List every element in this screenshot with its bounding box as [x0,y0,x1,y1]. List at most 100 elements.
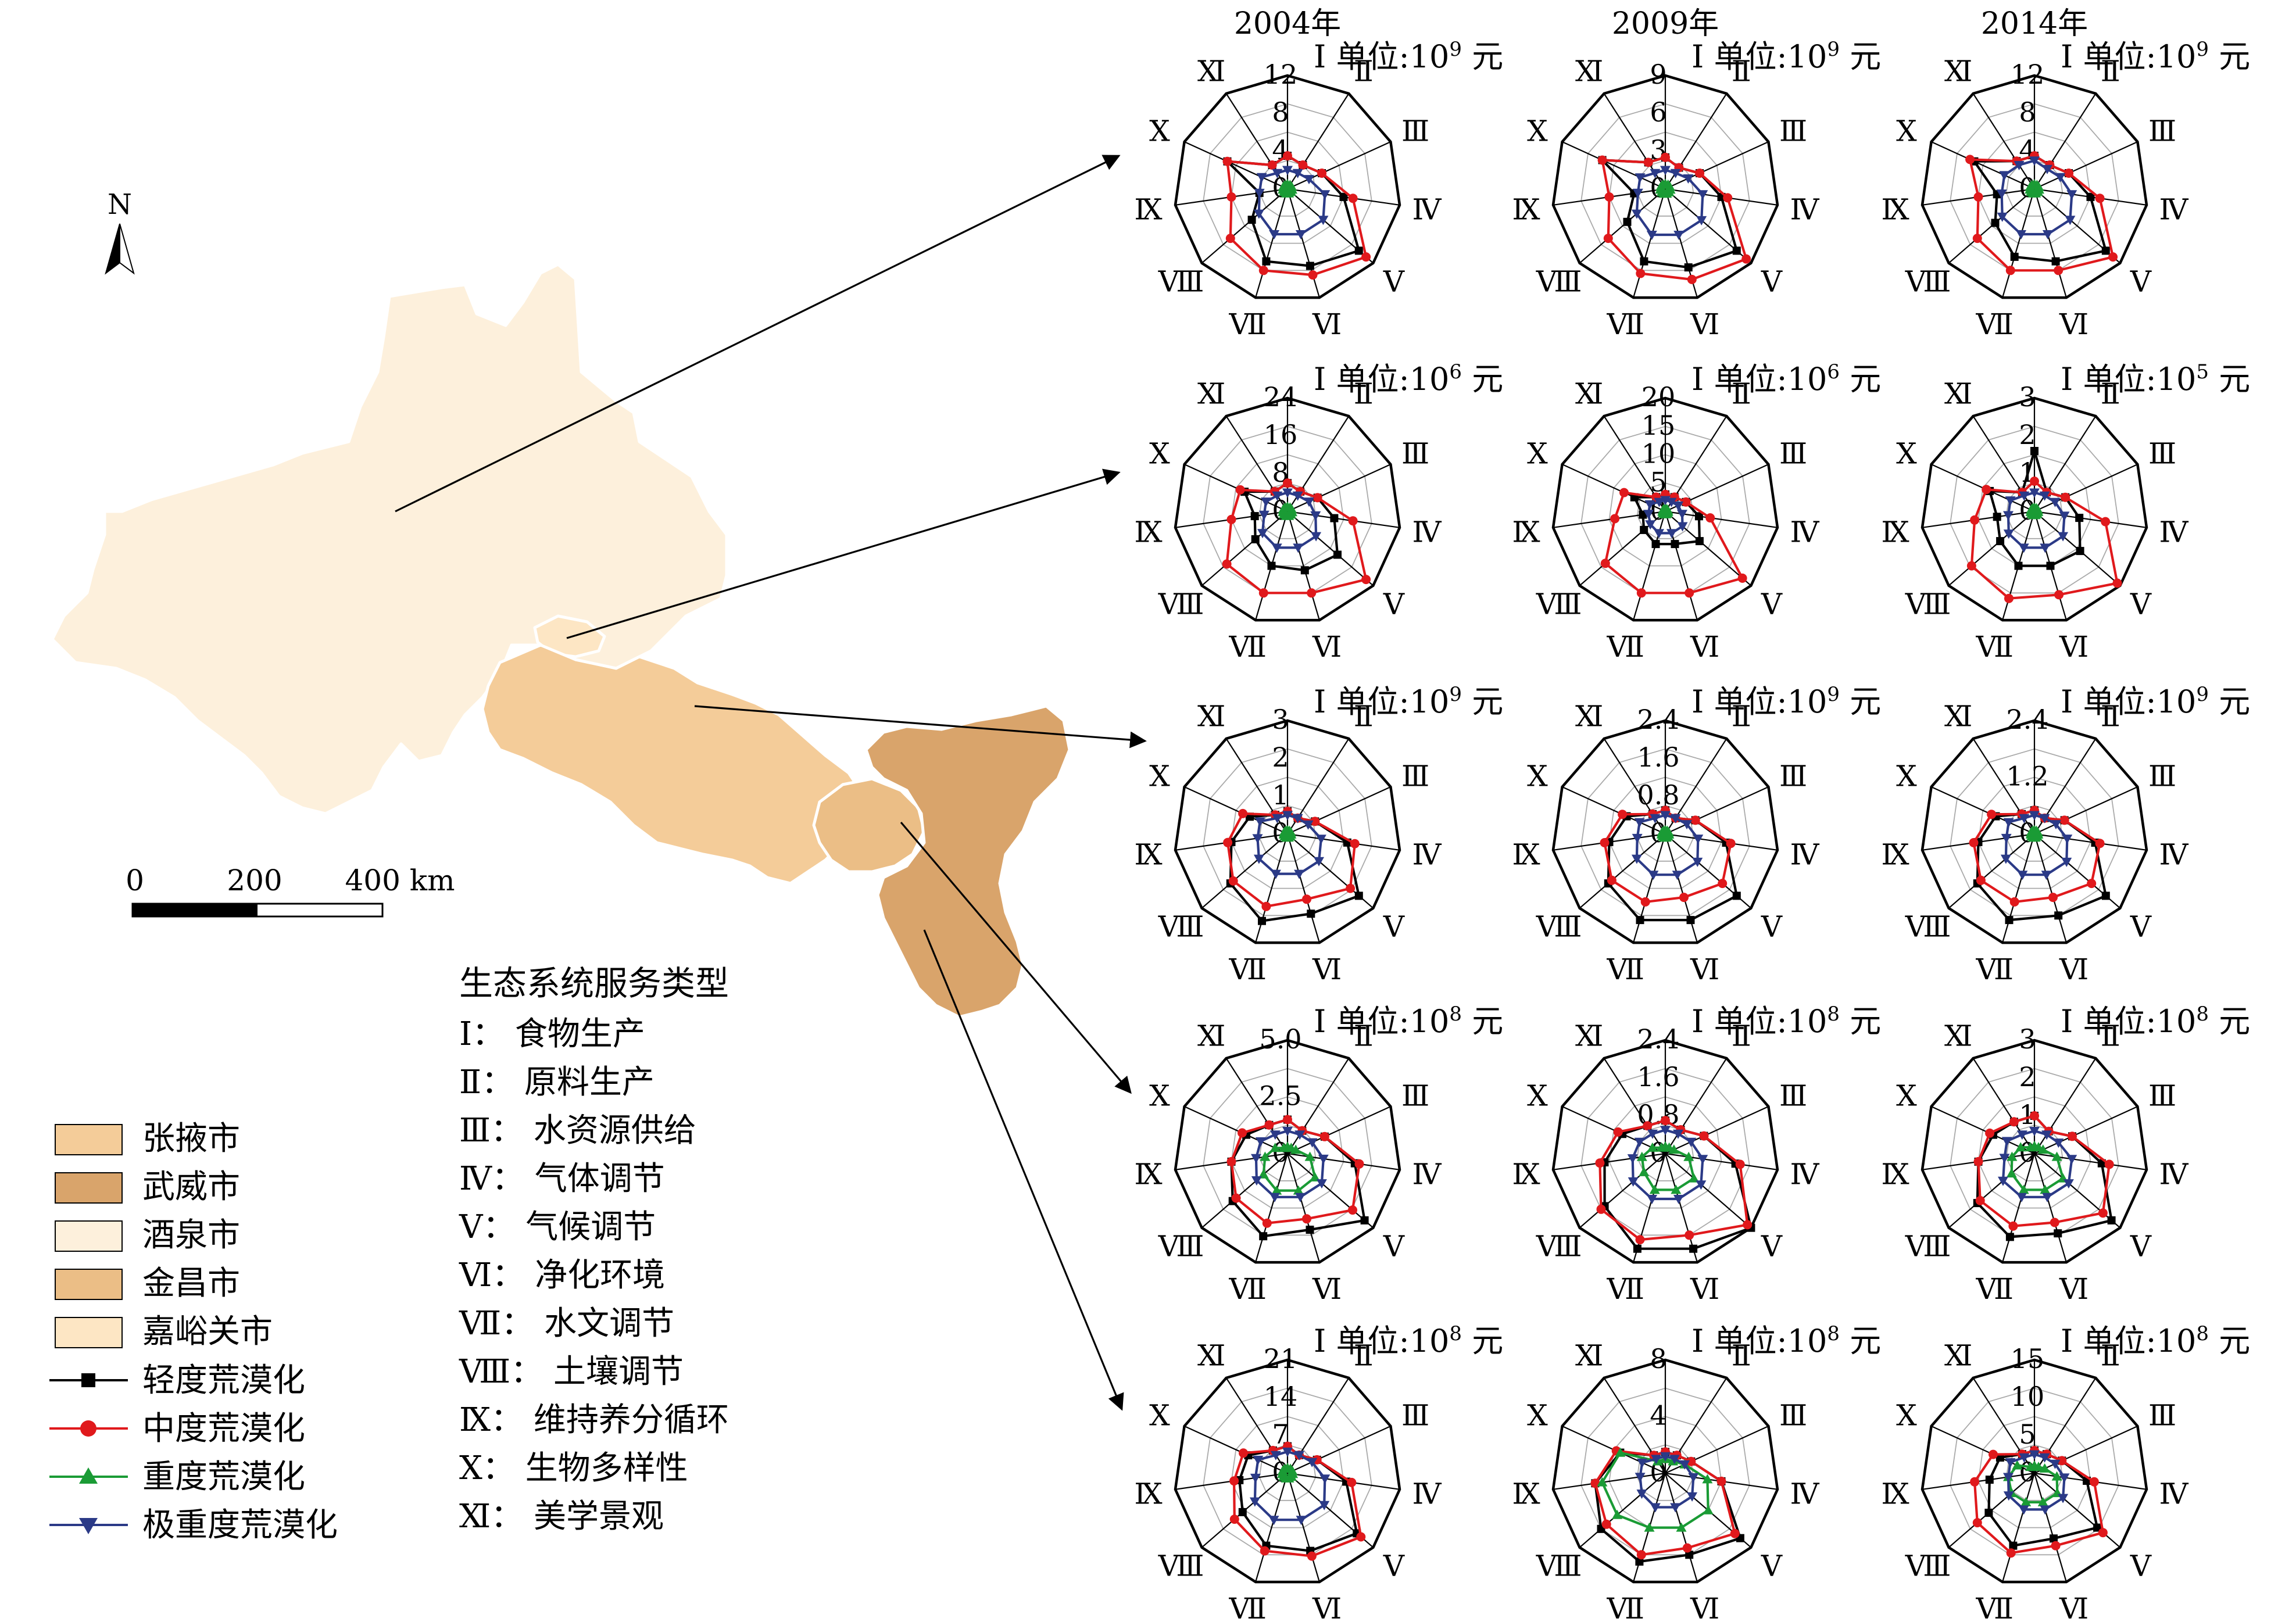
radar-axis-label: Ⅷ [1905,265,1951,299]
radar-axis-label: Ⅴ [1761,588,1783,621]
radar-point [1293,543,1304,553]
radar-spoke [2034,1152,2147,1170]
radar-spoke [1579,833,1666,909]
radar-point [1640,257,1648,266]
radar-axis-label: Ⅵ [1312,1272,1342,1306]
radar-gridline [1977,776,2091,889]
radar-point [1999,171,2010,181]
radar-spoke [1184,1105,1288,1155]
radar-point [2112,578,2122,588]
radar-point [2064,169,2074,178]
radar-point [1970,515,1980,525]
radar-axis-label: Ⅲ [1401,1399,1429,1433]
radar-point [2066,1155,2077,1165]
radar-point [1972,234,1982,244]
legend-series-label: 中度荒漠化 [142,1410,305,1448]
radar-tick-label: 9 [1650,59,1666,90]
radar-point [1696,1180,1707,1190]
radar-point [1650,1503,1661,1513]
radar-point [2016,1130,2027,1140]
radar-axis-label: Ⅸ [1512,1477,1540,1510]
radar-point [1623,217,1632,226]
radar-point [2026,180,2037,189]
radar-axis-label: Ⅱ [1732,54,1751,88]
radar-outer-ring [1174,396,1401,622]
radar-point [1271,1185,1282,1195]
radar-point [1295,1193,1306,1202]
radar-point [1347,1477,1357,1487]
radar-point [2041,871,2052,880]
radar-point [1743,1220,1753,1230]
radar-tick-label: 1.6 [1637,1061,1679,1093]
radar-spoke [1931,786,2035,835]
radar-point [2086,192,2095,201]
radar-point [1690,815,1700,825]
radar-point [1656,1142,1667,1152]
radar-point [1633,1244,1641,1253]
radar-point [1985,1476,1994,1484]
radar-point [1307,588,1317,598]
service-type-item: Ⅲ： 水资源供给 [459,1112,696,1150]
radar-point [1258,916,1266,925]
radar-point [1319,190,1331,200]
radar-point [1635,173,1646,183]
radar-spoke [2033,1153,2067,1263]
radar-spoke [1931,1105,2035,1155]
radar-point [1290,1144,1301,1154]
radar-point [1618,810,1628,819]
radar-point [1307,910,1315,918]
radar-point [1661,1116,1670,1126]
radar-point [1679,893,1689,903]
radar-axis-label: Ⅷ [1905,1230,1951,1263]
radar-point [1260,1151,1271,1161]
radar-axis-label: Ⅶ [1976,953,2014,986]
radar-axis-label: Ⅲ [2148,1079,2176,1113]
radar-point [2010,252,2019,261]
radar-spoke [1201,511,1288,586]
radar-spoke [1201,833,1288,909]
radar-point [1732,246,1741,255]
radar-point [2089,1477,2099,1487]
radar-tick-label: 2.4 [2006,704,2048,735]
radar-axis-label: Ⅲ [1779,760,1807,793]
radar-outer-ring [1551,1358,1779,1584]
radar-point [2107,1216,2116,1224]
legend-region-label: 武威市 [142,1168,240,1206]
radar-axis-label: Ⅹ [1896,1079,1917,1113]
radar-point [2051,1151,2062,1161]
radar-point [2101,517,2111,527]
radar-point [2040,1505,2051,1515]
radar-point [2037,1144,2048,1154]
radar-point [1350,839,1360,848]
radar-axis-label: Ⅳ [1412,1157,1442,1191]
radar-axis-label: Ⅳ [2159,1157,2189,1191]
radar-spoke [1286,1473,1320,1582]
radar-point [1632,833,1643,843]
radar-point [1292,169,1303,178]
radar-spoke [1972,93,2035,189]
radar-axis-label: Ⅱ [1354,54,1374,88]
service-type-item: Ⅶ： 水文调节 [459,1305,674,1342]
radar-point [2098,1208,2108,1218]
radar-point [1671,540,1679,549]
radar-point [2058,1494,2069,1503]
radar-point [1272,169,1283,178]
radar-point [2093,1523,2102,1532]
service-type-item: Ⅸ： 维持养分循环 [459,1401,729,1439]
legend-series-moderate: 中度荒漠化 [49,1410,305,1448]
radar-spoke [1562,786,1666,835]
radar-axis-label: Ⅹ [1896,437,1917,471]
radar-point [2016,230,2027,239]
radar-point [2057,1456,2067,1466]
radar-spoke [1287,510,1400,528]
radar-point [2095,839,2105,848]
radar-point [1989,1449,1998,1459]
radar-axis-label: Ⅶ [1229,630,1267,664]
year-header-2009: 2009年 [1612,6,1719,41]
radar-spoke [1948,511,2035,586]
radar-series-line [1607,809,1738,922]
radar-point [1253,209,1264,219]
radar-point [1226,192,1236,202]
